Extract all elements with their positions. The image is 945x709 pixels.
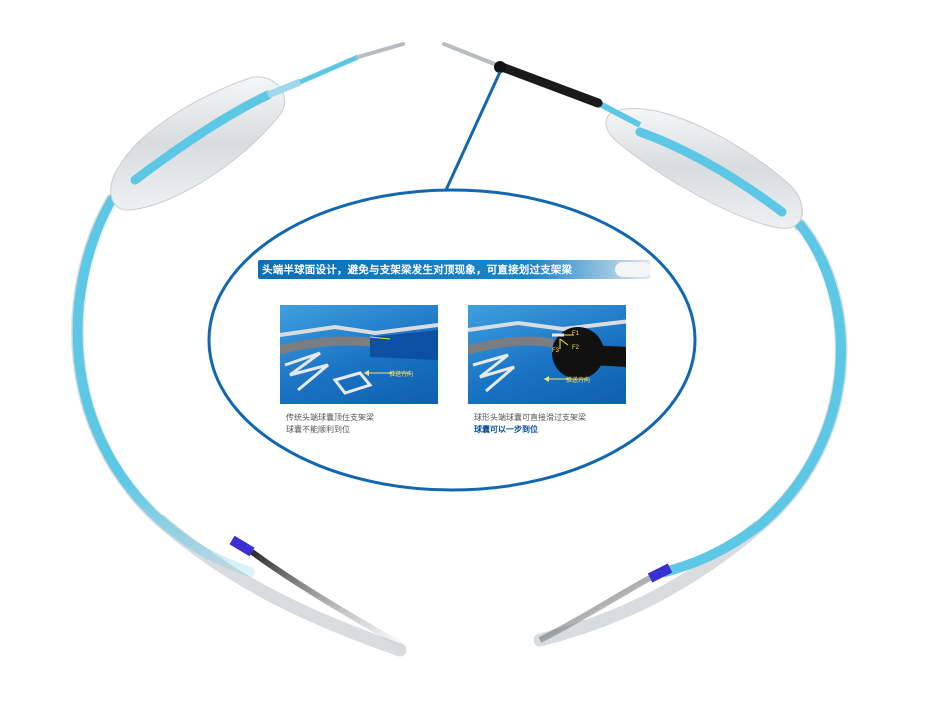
left-caption-line1: 传统头端球囊顶住支架梁 [286, 413, 374, 422]
force-label-f2: F2 [572, 345, 580, 351]
push-direction-label: 推送方向 [389, 372, 414, 378]
force-label-f3: F3 [552, 348, 560, 354]
left-comparison-image: 推送方向 [280, 305, 438, 404]
headline-banner [258, 260, 650, 279]
left-caption-line2: 球囊不能顺利到位 [286, 425, 350, 434]
left-catheter [71, 42, 412, 657]
stent-struts-illustration [280, 323, 438, 395]
force-label-f1: F1 [572, 331, 580, 337]
stent-struts-illustration-rounded [468, 319, 626, 393]
callout-line [444, 71, 502, 191]
headline-text: 头端半球面设计，避免与支架梁发生对顶现象，可直接划过支架梁 [262, 264, 573, 276]
right-caption-line1: 球形头端球囊可直接滑过支架梁 [474, 413, 586, 422]
right-catheter [442, 42, 848, 647]
right-comparison-image: F1 F2 F3 推送方向 [468, 305, 626, 404]
banner-pill-decoration [615, 262, 651, 277]
push-direction-label: 推送方向 [566, 378, 591, 384]
right-caption-line2: 球囊可以一步到位 [474, 425, 538, 434]
